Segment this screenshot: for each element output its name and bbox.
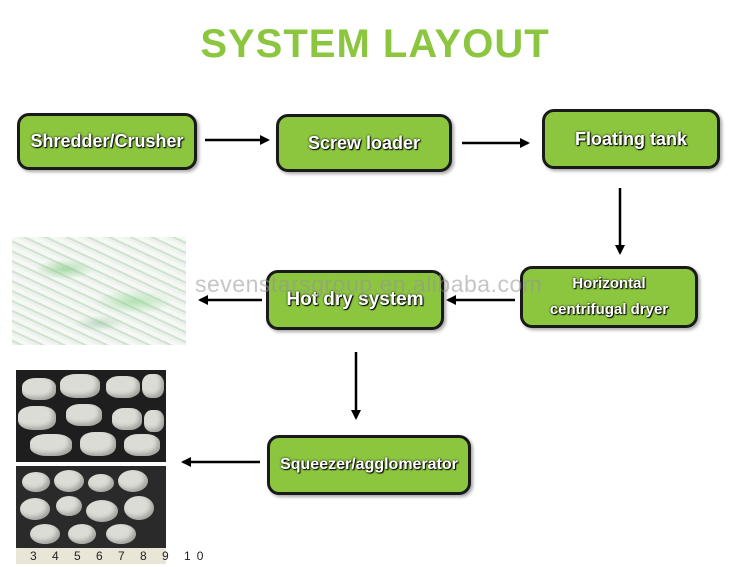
fiber-photo (12, 237, 186, 345)
dryer-label-line1: Horizontal (572, 275, 646, 292)
node-horizontal-centrifugal-dryer: Horizontal centrifugal dryer (520, 266, 698, 328)
node-squeezer-agglomerator: Squeezer/agglomerator (267, 435, 471, 495)
measuring-ruler: 3 4 5 6 7 8 9 10 (16, 548, 203, 564)
node-hot-dry-system: Hot dry system (266, 270, 444, 330)
page-title: SYSTEM LAYOUT (200, 22, 550, 66)
node-shredder-crusher: Shredder/Crusher (17, 113, 197, 170)
agglomerate-logs-photo (16, 370, 166, 462)
node-screw-loader: Screw loader (276, 114, 452, 172)
watermark-text: sevenstarsgroup.en.alibaba.com (195, 271, 543, 297)
dryer-label-line2: centrifugal dryer (549, 301, 669, 318)
node-floating-tank: Floating tank (542, 109, 720, 169)
agglomerate-pellets-photo: 3 4 5 6 7 8 9 10 (16, 466, 203, 564)
